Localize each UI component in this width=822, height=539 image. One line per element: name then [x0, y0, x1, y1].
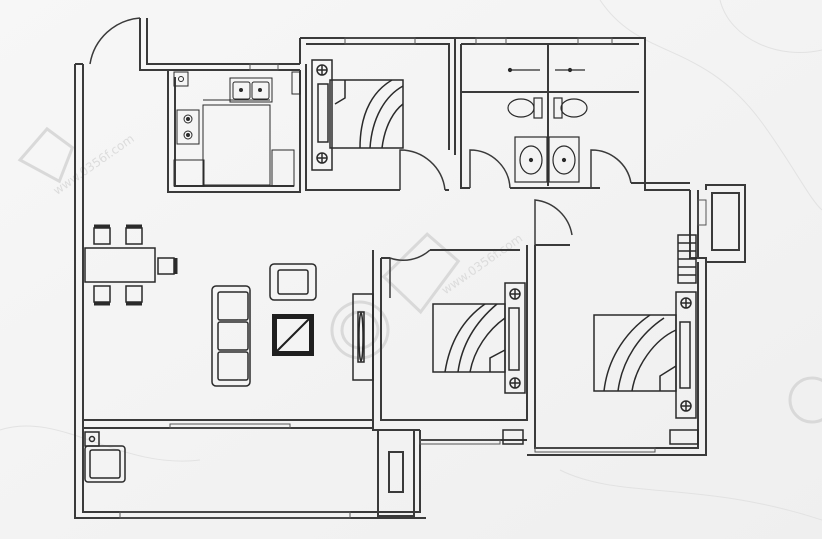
- bathrooms-fixtures: [507, 67, 588, 183]
- washing-machine-icon: [84, 431, 126, 483]
- windows: [119, 37, 707, 519]
- wash-basin-icon-left: [514, 136, 548, 183]
- watermark-logo-3: [788, 376, 822, 424]
- double-bed-1-icon: [311, 59, 404, 171]
- toilet-icon-left: [507, 97, 543, 119]
- double-sink-icon: [229, 77, 273, 103]
- dining-table-icon: [84, 224, 178, 306]
- double-bed-2-icon: [432, 282, 526, 394]
- wash-basin-icon-right: [548, 136, 580, 183]
- toilet-icon-right: [553, 97, 588, 119]
- walls: [74, 18, 746, 519]
- doors: [89, 17, 632, 298]
- stove-icon: [176, 109, 200, 145]
- tv-unit-icon: [352, 293, 374, 381]
- coffee-table-icon: [272, 314, 314, 356]
- armchair-icon: [269, 263, 317, 301]
- double-bed-3-icon: [502, 234, 699, 445]
- kitchen: [173, 71, 301, 187]
- sofa-icon: [211, 285, 251, 387]
